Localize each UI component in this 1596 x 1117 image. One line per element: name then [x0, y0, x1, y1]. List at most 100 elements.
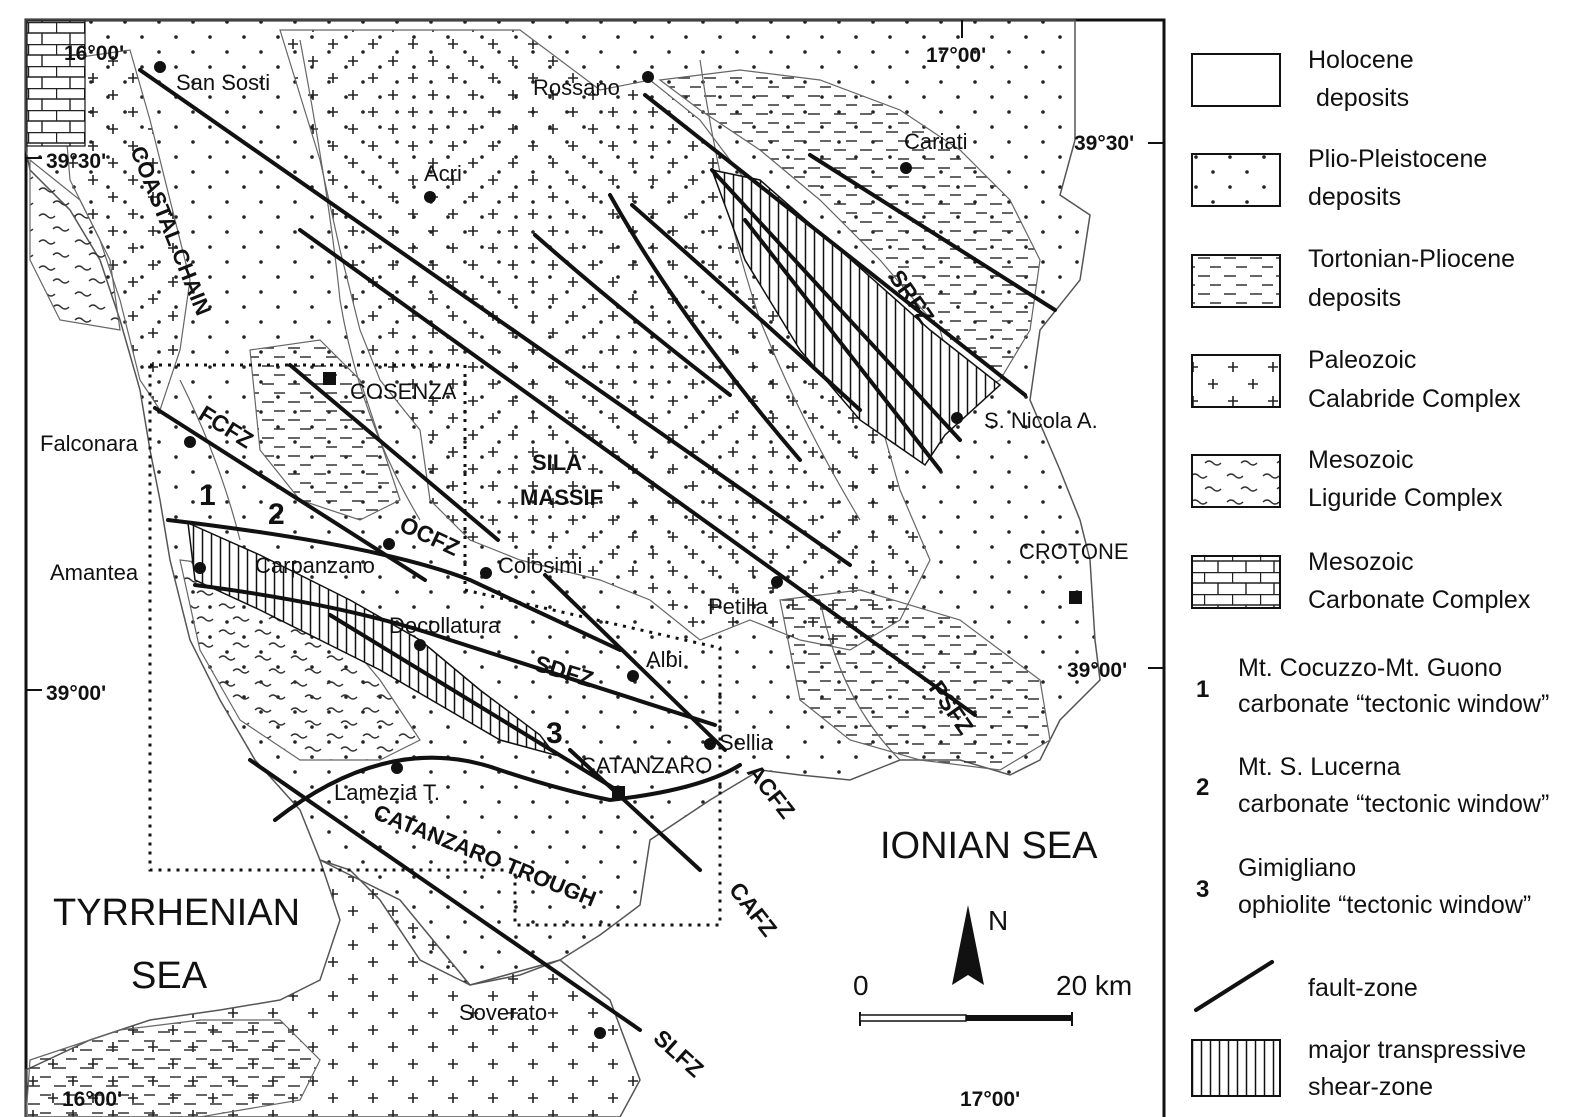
legend-number: 3 — [1196, 876, 1209, 903]
coord-lon-top-left: 16°00' — [64, 42, 124, 65]
fault-lines — [138, 68, 1057, 1032]
town-label-albi: Albi — [646, 647, 683, 672]
coordinate-ticks — [26, 20, 1164, 691]
fault-colosimi — [543, 573, 727, 752]
legend-label: Mt. Cocuzzo-Mt. Guono — [1238, 654, 1502, 682]
fault-sila-3 — [630, 203, 862, 412]
city-marker-catanzaro — [612, 786, 625, 799]
legend-label: deposits — [1316, 84, 1409, 112]
sea-label-tyrrhenian-1: TYRRHENIAN — [53, 892, 300, 934]
fault-cosenza — [288, 363, 500, 542]
town-label-carpanzano: Carpanzano — [255, 553, 375, 578]
legend-swatch-plio — [1191, 153, 1281, 207]
town-label-san-sosti: San Sosti — [176, 70, 270, 95]
north-arrow: N — [952, 905, 1008, 985]
fault-srfz-b — [643, 93, 1027, 397]
window-number-3: 3 — [546, 717, 563, 750]
legend-label: deposits — [1308, 183, 1401, 211]
town-marker-soverato — [594, 1027, 606, 1039]
north-arrow-label: N — [988, 905, 1008, 936]
town-label-cosenza: COSENZA — [350, 379, 457, 404]
legend-number: 2 — [1196, 774, 1209, 801]
fault-cafz — [568, 748, 702, 872]
legend-swatch-carbonate — [1191, 555, 1281, 609]
legend-swatch-liguride — [1191, 454, 1281, 508]
fault-decollatura — [328, 613, 622, 794]
unit-tortonian-crati — [249, 339, 401, 521]
legend-label: Mesozoic — [1308, 548, 1414, 576]
town-marker-rossano — [642, 71, 654, 83]
town-label-acri: Acri — [424, 161, 462, 186]
legend: Holocene deposits Plio-Pleistocene depos… — [1162, 20, 1549, 1117]
legend-label: Liguride Complex — [1308, 484, 1503, 512]
legend-label: shear-zone — [1308, 1073, 1433, 1101]
legend-label: Gimigliano — [1238, 854, 1356, 882]
legend-swatch-calabride — [1191, 354, 1281, 408]
legend-label: Paleozoic — [1308, 346, 1416, 374]
town-label-falconara: Falconara — [40, 431, 139, 456]
fault-sila-1 — [533, 233, 732, 397]
legend-label: deposits — [1308, 284, 1401, 312]
town-label-sellia: Sellia — [719, 730, 774, 755]
coord-lat-right-upper: 39°30' — [1074, 132, 1134, 155]
town-markers — [154, 61, 1082, 1039]
window-numbers: 1 2 3 — [199, 479, 563, 750]
coord-lon-bottom-right: 17°00' — [960, 1088, 1020, 1111]
unit-liguride-south — [25, 1019, 321, 1117]
legend-label: Plio-Pleistocene — [1308, 145, 1487, 173]
town-marker-amantea — [194, 562, 206, 574]
town-marker-lamezia — [391, 762, 403, 774]
town-label-rossano: Rossano — [533, 75, 620, 100]
region-label-sila-1: SILA — [532, 450, 582, 475]
town-marker-sellia — [704, 738, 716, 750]
town-label-cariati: Cariati — [904, 129, 968, 154]
town-label-catanzaro: CATANZARO — [580, 753, 712, 778]
coord-lat-left-upper: 39°30' — [46, 150, 106, 173]
coord-lon-top-right: 17°00' — [926, 44, 986, 67]
town-marker-falconara — [184, 436, 196, 448]
town-label-amantea: Amantea — [50, 560, 139, 585]
scale-bar: 0 20 km — [853, 970, 1132, 1026]
town-label-decollatura: Decollatura — [389, 613, 501, 638]
fault-sdfz — [193, 583, 717, 727]
scale-label-zero: 0 — [853, 970, 869, 1001]
town-marker-albi — [627, 670, 639, 682]
coordinate-labels: 16°00' 17°00' 16°00' 17°00' 39°30' 39°00… — [46, 42, 1134, 1111]
legend-number: 1 — [1196, 676, 1209, 703]
legend-swatch-shear-zone — [1191, 1039, 1281, 1097]
fault-sila-2 — [608, 193, 802, 462]
river — [299, 39, 421, 521]
unit-tortonian-southeast — [779, 589, 1051, 771]
fault-acfz — [273, 755, 742, 822]
city-marker-cosenza — [323, 372, 336, 385]
sea-labels: TYRRHENIAN SEA IONIAN SEA — [53, 825, 1098, 997]
fault-srfz-d — [743, 218, 942, 472]
fault-srfz-c — [710, 168, 962, 442]
town-marker-petilia — [771, 576, 783, 588]
town-label-colosimi: Colosimi — [498, 553, 582, 578]
coord-lon-bottom-left: 16°00' — [62, 1088, 122, 1111]
town-label-petilia: Petilia — [708, 594, 769, 619]
town-label-s-nicola: S. Nicola A. — [984, 408, 1098, 433]
unit-tortonian-east — [658, 69, 1041, 401]
legend-label: Mesozoic — [1308, 446, 1414, 474]
legend-swatch-tortonian — [1191, 254, 1281, 308]
fault-slfz — [248, 758, 642, 1032]
legend-swatch-fault — [1194, 960, 1274, 1012]
sea-label-tyrrhenian-2: SEA — [131, 955, 208, 997]
legend-label: carbonate “tectonic window” — [1238, 690, 1549, 718]
legend-label: Holocene — [1308, 46, 1414, 74]
study-area-outline — [148, 363, 722, 927]
river — [179, 379, 241, 541]
town-marker-carpanzano — [383, 538, 395, 550]
sea-label-ionian: IONIAN SEA — [880, 825, 1098, 867]
legend-label: Carbonate Complex — [1308, 586, 1531, 614]
town-marker-colosimi — [480, 567, 492, 579]
unit-liguride-north — [29, 158, 121, 331]
town-marker-decollatura — [414, 639, 426, 651]
legend-label: Calabride Complex — [1308, 385, 1521, 413]
city-marker-crotone — [1069, 591, 1082, 604]
legend-swatch-holocene — [1191, 53, 1281, 107]
scale-label-max: 20 km — [1056, 970, 1132, 1001]
